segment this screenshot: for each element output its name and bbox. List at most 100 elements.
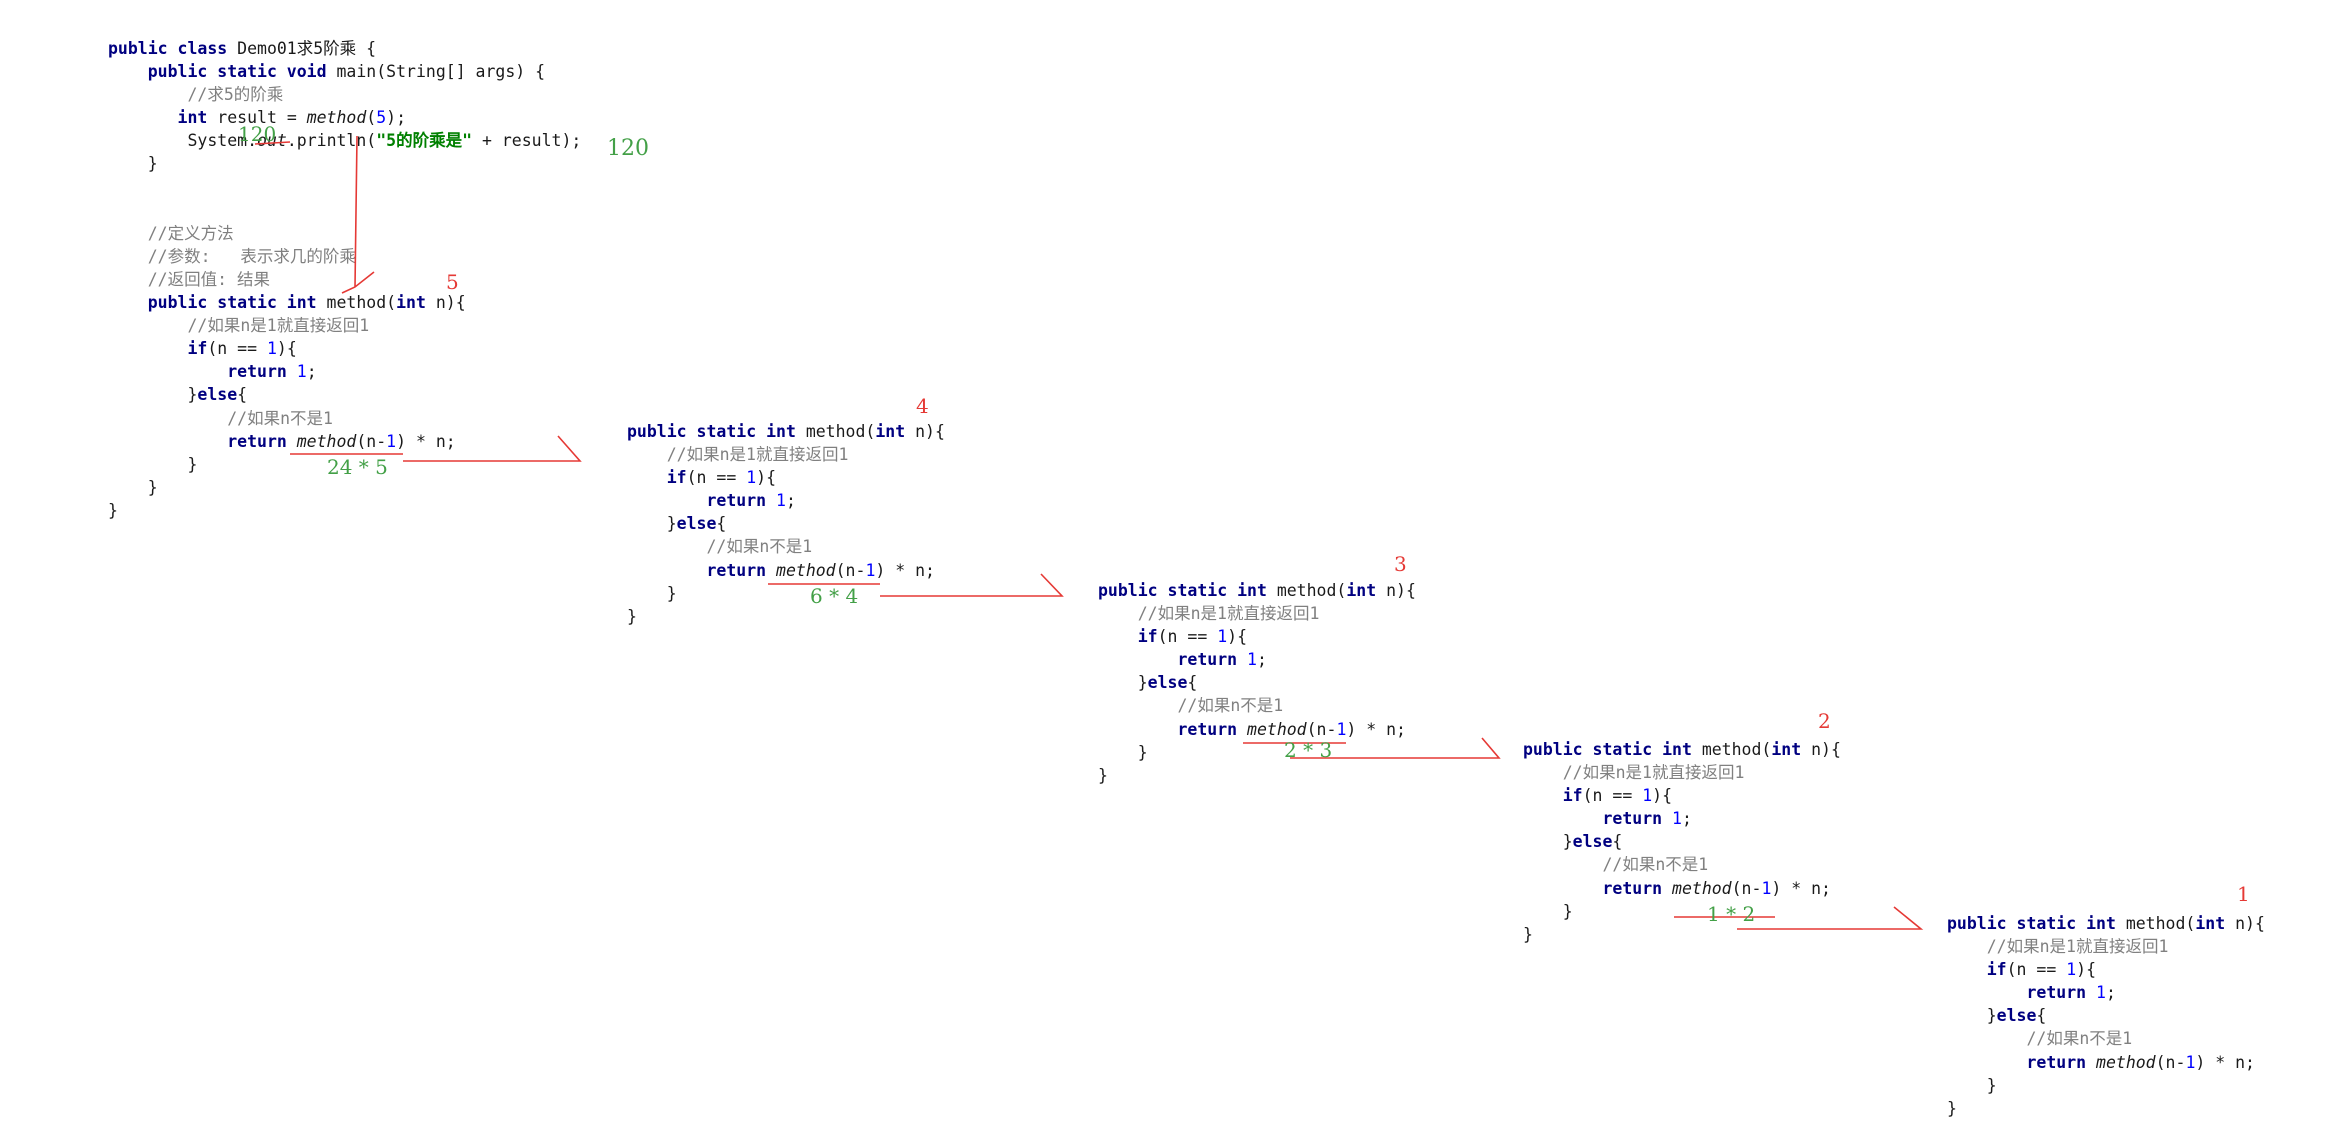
code-text: (n == [2006, 960, 2067, 980]
code-number: 1 [1247, 650, 1257, 670]
return-6x4: 6 * 4 [810, 584, 859, 608]
code-brace: } [108, 385, 198, 405]
code-keyword: return [1098, 650, 1248, 670]
code-comment: //参数: 表示求几的阶乘 [108, 246, 356, 266]
code-brace: { [237, 385, 248, 405]
code-keyword: return [627, 560, 777, 580]
code-text: (n == [207, 339, 267, 359]
code-brace: } [108, 154, 158, 174]
code-text: (n- [835, 560, 866, 580]
code-keyword: return [1947, 1052, 2097, 1072]
method-call: method [306, 108, 367, 128]
code-comment: //如果n不是1 [1523, 855, 1709, 875]
code-keyword: public static void [108, 62, 337, 82]
code-text: ) * n; [1346, 719, 1406, 739]
code-number: 1 [2185, 1052, 2196, 1072]
code-brace: } [1523, 901, 1573, 921]
code-text: ) * n; [875, 560, 935, 580]
param-3-label: 3 [1394, 552, 1407, 576]
code-text: n){ [2235, 914, 2265, 933]
code-brace: } [627, 514, 677, 534]
code-text: ; [306, 362, 317, 382]
code-keyword: int [108, 108, 218, 128]
method-block-4: public static int method(int n){ //如果n是1… [627, 420, 945, 628]
method-name: method( [1276, 581, 1347, 600]
code-number: 1 [2096, 983, 2106, 1003]
method-name: method( [326, 293, 397, 313]
code-text: (n- [2155, 1052, 2186, 1072]
code-number: 1 [776, 491, 786, 511]
code-keyword: return [1523, 878, 1673, 898]
code-text: ){ [1227, 627, 1248, 647]
code-text: (n- [1306, 719, 1337, 739]
code-number: 1 [1672, 809, 1682, 829]
main-class-code: public class Demo01求5阶乘 { public static … [108, 37, 581, 522]
code-keyword: int [875, 422, 916, 441]
code-brace: } [1523, 832, 1573, 852]
code-brace: } [108, 477, 158, 497]
code-comment: //如果n不是1 [108, 408, 333, 428]
code-text: ){ [756, 468, 777, 488]
return-120-left: 120 [238, 122, 277, 146]
code-text: ){ [276, 339, 297, 359]
return-2x3: 2 * 3 [1284, 738, 1333, 762]
class-name: Demo01求5阶乘 { [237, 39, 377, 58]
method-name: method( [805, 422, 876, 441]
code-keyword: public static int [1098, 581, 1277, 600]
code-brace: } [1098, 742, 1148, 762]
code-keyword: if [1523, 786, 1583, 806]
code-keyword: public static int [627, 422, 806, 441]
code-number: 1 [266, 339, 277, 359]
code-comment: //如果n是1就直接返回1 [1523, 763, 1745, 783]
code-comment: //返回值: 结果 [108, 269, 270, 289]
code-number: 1 [1761, 878, 1772, 898]
code-brace: } [1098, 765, 1108, 785]
code-text: ; [2105, 983, 2116, 1003]
code-brace: } [627, 583, 677, 603]
return-1x2: 1 * 2 [1707, 902, 1756, 926]
code-keyword: public class [108, 39, 238, 58]
param-4-label: 4 [916, 394, 929, 418]
code-keyword: else [676, 514, 717, 534]
code-comment: //如果n不是1 [627, 537, 813, 557]
code-keyword: int [2195, 914, 2236, 933]
method-call: method [1672, 878, 1732, 898]
code-brace: } [108, 500, 118, 520]
code-keyword: if [1098, 627, 1158, 647]
code-number: 1 [1217, 627, 1228, 647]
code-keyword: return [108, 431, 297, 451]
code-number: 1 [865, 560, 876, 580]
code-text: + result); [472, 131, 582, 151]
code-brace: } [1523, 924, 1533, 944]
code-text: (n == [686, 468, 747, 488]
method-name: method( [1701, 740, 1772, 759]
method-block-3: public static int method(int n){ //如果n是1… [1098, 579, 1416, 787]
code-brace: { [2036, 1006, 2047, 1026]
code-keyword: return [627, 491, 777, 511]
method-call: method [2096, 1052, 2156, 1072]
code-text: ) * n; [396, 431, 456, 451]
code-number: 1 [746, 468, 757, 488]
code-brace: } [1098, 673, 1148, 693]
code-string: "5的阶乘是" [376, 131, 473, 151]
code-text: n){ [915, 422, 945, 441]
code-number: 1 [296, 362, 307, 382]
code-brace: { [1612, 832, 1623, 852]
code-comment: //如果n不是1 [1098, 696, 1284, 716]
param-5-label: 5 [446, 270, 459, 294]
code-keyword: return [1523, 809, 1673, 829]
code-brace: { [1187, 673, 1198, 693]
code-text: (n == [1582, 786, 1643, 806]
method-block-1: public static int method(int n){ //如果n是1… [1947, 912, 2265, 1120]
code-brace: } [627, 606, 637, 626]
code-text: ; [1256, 650, 1267, 670]
code-text: n){ [435, 293, 466, 313]
code-number: 1 [1336, 719, 1347, 739]
code-keyword: int [396, 293, 436, 313]
code-text: ) * n; [2195, 1052, 2255, 1072]
return-24x5: 24 * 5 [327, 455, 388, 479]
code-keyword: int [1771, 740, 1812, 759]
code-keyword: else [1572, 832, 1613, 852]
method-call: method [1247, 719, 1307, 739]
method-call: method [296, 431, 357, 451]
